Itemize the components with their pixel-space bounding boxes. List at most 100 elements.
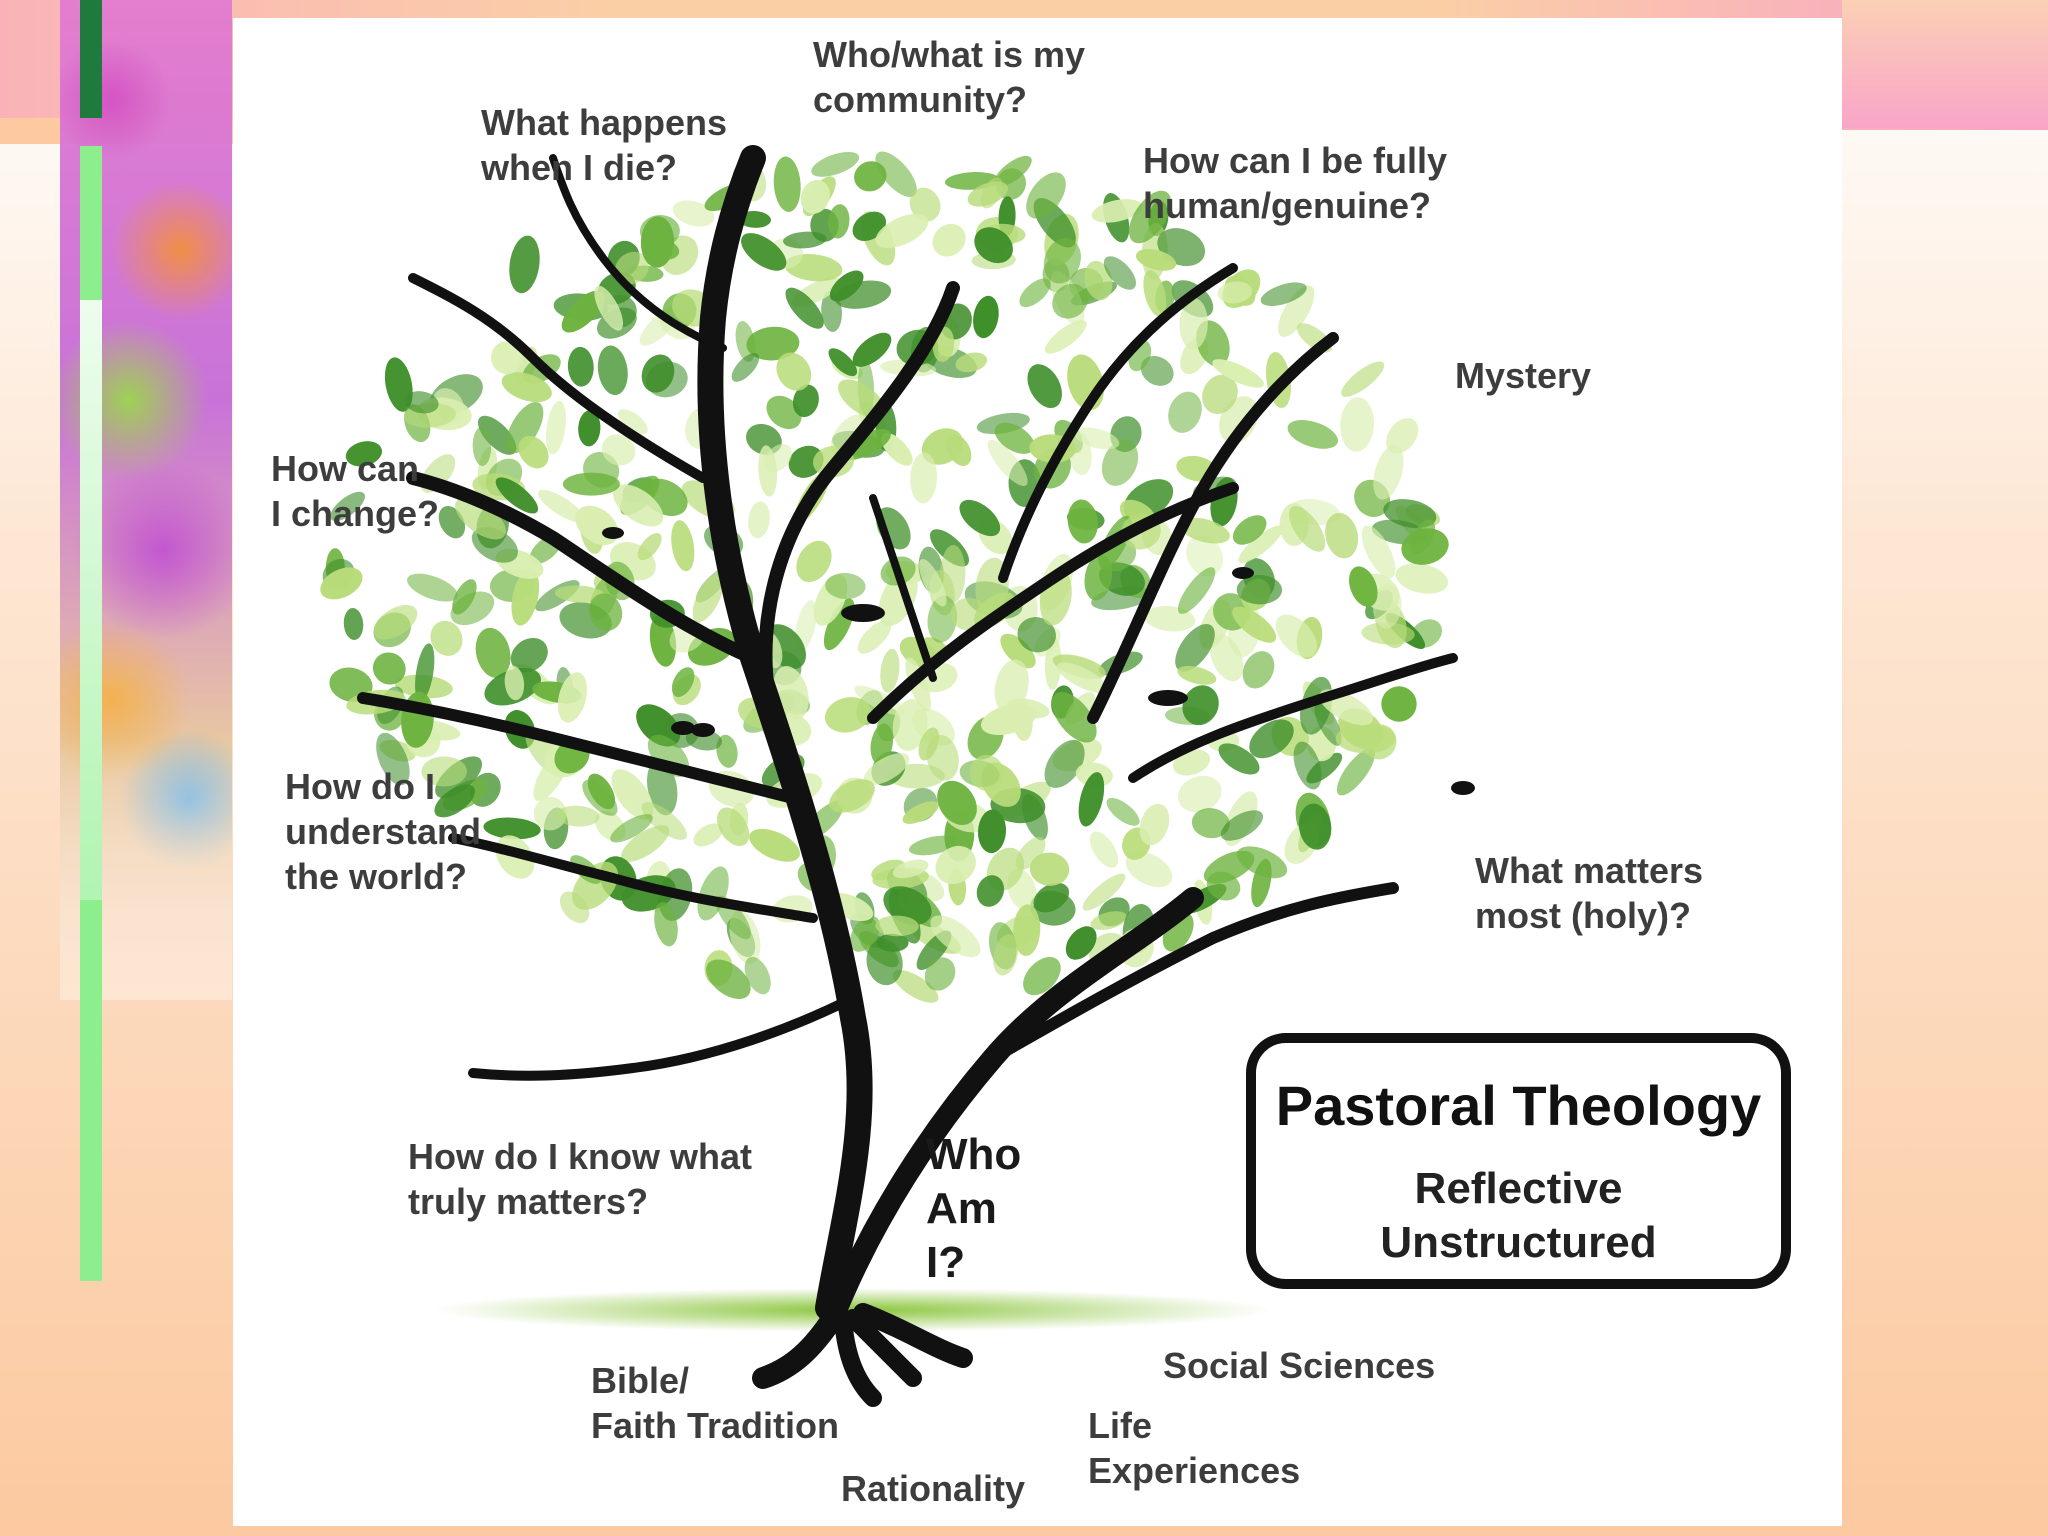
leaf xyxy=(1106,797,1140,826)
leaf xyxy=(1179,298,1208,350)
leaf xyxy=(421,756,468,787)
leaf xyxy=(1275,614,1318,658)
leaf xyxy=(654,902,678,947)
leaf xyxy=(636,704,681,747)
leaf xyxy=(1325,512,1359,559)
leaf xyxy=(472,427,492,466)
leaf xyxy=(980,177,1003,209)
leaf xyxy=(671,667,695,697)
leaf xyxy=(1336,748,1375,796)
leaf xyxy=(617,409,648,435)
leaf xyxy=(1143,270,1167,317)
leaf xyxy=(491,341,523,375)
leaf xyxy=(748,501,770,539)
leaf xyxy=(1082,873,1126,911)
leaf xyxy=(538,489,585,523)
leaf xyxy=(974,227,1013,264)
leaf xyxy=(875,915,919,937)
box-line-unstructured: Unstructured xyxy=(1380,1218,1657,1267)
leaf xyxy=(567,346,594,387)
leaf xyxy=(1056,662,1108,694)
leaf xyxy=(518,435,549,469)
bird xyxy=(1148,690,1188,706)
leaf xyxy=(1232,515,1267,545)
leaf xyxy=(511,568,540,626)
leaf xyxy=(343,608,364,640)
leaf xyxy=(1128,190,1172,244)
leaf xyxy=(506,402,544,454)
birds xyxy=(602,527,1475,795)
leaf xyxy=(927,595,958,643)
leaf xyxy=(601,434,636,466)
leaf xyxy=(376,732,410,786)
leaf xyxy=(610,814,653,843)
leaf xyxy=(854,685,906,716)
leaf xyxy=(1287,420,1339,449)
leaf xyxy=(430,620,463,656)
leaf xyxy=(692,574,724,623)
leaf xyxy=(578,410,601,447)
leaf xyxy=(987,439,1028,486)
leaf xyxy=(1177,665,1217,685)
leaf xyxy=(1078,772,1105,827)
leaf xyxy=(828,204,850,239)
leaf xyxy=(1373,445,1404,500)
leaf xyxy=(557,672,587,723)
leaf xyxy=(637,533,662,561)
leaf xyxy=(373,604,418,640)
leaf xyxy=(849,915,881,952)
leaf xyxy=(731,353,760,382)
leaf xyxy=(1242,651,1275,689)
leaf xyxy=(852,211,887,241)
leaf xyxy=(909,187,941,222)
leaf xyxy=(1175,624,1215,672)
leaf xyxy=(788,445,824,478)
leaf xyxy=(825,572,866,600)
leaf xyxy=(829,270,864,302)
leaf xyxy=(1220,810,1264,841)
leaf xyxy=(921,428,964,465)
leaf xyxy=(372,652,406,685)
label-how-can-i-change: How can I change? xyxy=(271,448,440,534)
leaf xyxy=(741,233,787,271)
leaf xyxy=(1019,278,1051,308)
leaf xyxy=(1125,851,1173,888)
leaf xyxy=(1168,391,1202,433)
bird xyxy=(602,527,624,539)
leaf xyxy=(533,797,567,831)
leaf xyxy=(1179,517,1230,544)
leaf xyxy=(1090,911,1128,930)
label-social-sciences: Social Sciences xyxy=(1163,1345,1436,1386)
leaf xyxy=(594,285,624,331)
leaf xyxy=(1232,606,1277,643)
label-community: Who/what is my community? xyxy=(813,34,1086,120)
leaf xyxy=(766,395,802,430)
leaf xyxy=(1182,685,1219,726)
leaf xyxy=(641,802,687,840)
label-who-am-i: Who Am I? xyxy=(926,1130,1022,1287)
leaf xyxy=(1091,199,1143,223)
leaf xyxy=(744,956,771,995)
leaf xyxy=(1033,882,1070,913)
leaf xyxy=(1023,957,1061,996)
leaf xyxy=(404,391,439,414)
leaf xyxy=(795,600,817,652)
leaf xyxy=(994,422,1035,454)
leaf xyxy=(501,372,552,403)
leaf xyxy=(1260,282,1307,306)
leaf xyxy=(1026,172,1066,219)
leaf xyxy=(1288,506,1326,552)
leaf xyxy=(880,648,900,693)
leaf xyxy=(1293,741,1322,790)
leaf xyxy=(785,287,824,329)
leaf xyxy=(646,361,688,398)
leaf xyxy=(1044,320,1087,354)
leaf xyxy=(930,915,981,958)
leaf xyxy=(1067,499,1098,544)
leaf xyxy=(746,423,782,455)
leaf xyxy=(415,643,435,702)
bird xyxy=(691,723,715,737)
leaf xyxy=(562,472,620,496)
leaf xyxy=(1249,719,1294,759)
leaf xyxy=(852,332,892,367)
